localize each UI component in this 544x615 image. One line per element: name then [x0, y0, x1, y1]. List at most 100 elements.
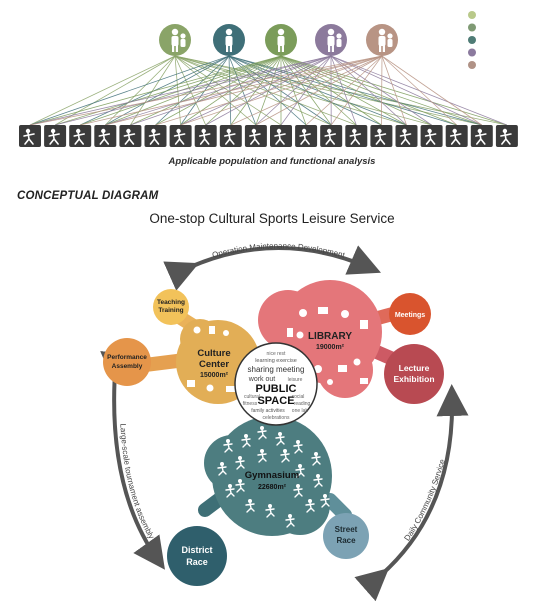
envelope-icon: [295, 125, 318, 147]
athlete-figure: [293, 440, 303, 454]
teaching-label-1: Teaching: [157, 299, 185, 306]
tennis-icon: [144, 125, 167, 147]
street-label-2: Race: [336, 536, 356, 545]
meeting-icon: [395, 125, 418, 147]
athlete-figure: [320, 494, 330, 508]
athlete-figure: [280, 449, 290, 463]
bottle-icon: [370, 125, 393, 147]
gymnasium-label: Gymnasium: [245, 470, 299, 481]
population-network: [19, 11, 518, 147]
district-label-2: Race: [186, 557, 208, 567]
athlete-figure: [275, 432, 285, 446]
dog-walking-icon: [470, 125, 493, 147]
color-legend: [468, 11, 476, 69]
group-icon: [445, 125, 468, 147]
word-cloud-6: cultural: [244, 394, 260, 400]
right-arrow: Daily Community Service: [354, 384, 469, 602]
teaching-label-2: Training: [158, 307, 183, 314]
basketball-icon: [44, 125, 67, 147]
public-label-2: SPACE: [257, 395, 294, 407]
legend-dot: [468, 36, 476, 44]
athlete-figure: [293, 484, 303, 498]
fencing-icon: [19, 125, 41, 147]
legend-dot: [468, 23, 476, 32]
woman-icon: [265, 24, 297, 56]
rowing-icon: [219, 125, 242, 147]
section-heading: CONCEPTUAL DIAGRAM: [17, 190, 159, 202]
gymnasium-area: 22680m²: [258, 484, 287, 491]
athlete-figure: [225, 484, 235, 498]
culture-center-node: Culture Center 15000m²: [176, 319, 260, 404]
athlete-figure: [257, 449, 267, 463]
top-arrow-label: Operation Maintenance Development: [211, 241, 346, 260]
word-cloud-8: family activities: [251, 408, 285, 414]
lecture-label-1: Lecture: [399, 363, 430, 373]
family-icon: [315, 24, 347, 56]
drone-icon: [495, 125, 518, 147]
running-icon: [119, 125, 142, 147]
word-cloud-10: celebrations: [263, 415, 290, 421]
athlete-figure: [265, 504, 275, 518]
library-label: LIBRARY: [308, 331, 352, 342]
svg-text:Operation Maintenance Developm: Operation Maintenance Development: [211, 241, 346, 260]
public-label-1: PUBLIC: [256, 383, 297, 395]
word-cloud-9: one lab: [292, 408, 309, 414]
theater-icon: [345, 125, 368, 147]
gymnasium-activity-icons: [217, 426, 330, 528]
skateboard-icon: [94, 125, 117, 147]
district-race-node: District Race: [167, 526, 227, 586]
athlete-figure: [245, 499, 255, 513]
street-label-1: Street: [335, 525, 358, 534]
word-cloud-4: work out: [248, 376, 276, 383]
word-cloud-1: nice rest: [267, 351, 287, 357]
fitness-icon: [169, 125, 192, 147]
word-cloud-12: reading: [294, 401, 311, 407]
culture-label-2: Center: [199, 359, 229, 370]
analysis-caption: Applicable population and functional ana…: [168, 156, 376, 167]
athlete-figure: [311, 452, 321, 466]
table-tennis-icon: [270, 125, 292, 147]
left-arrow: Large-scale tournament assembly: [100, 351, 165, 570]
performance-assembly-node: Performance Assembly: [103, 338, 151, 386]
diagram-title: One-stop Cultural Sports Leisure Service: [149, 211, 395, 226]
legend-dot: [468, 61, 476, 69]
public-space-node: nice rest learning exercise sharing meet…: [234, 342, 318, 426]
right-arrow-label: Daily Community Service: [402, 458, 447, 543]
athlete-figure: [223, 439, 233, 453]
street-race-node: Street Race: [323, 513, 369, 559]
connection-lines: [29, 55, 508, 126]
soccer-icon: [69, 125, 92, 147]
word-cloud-5: leisure: [288, 377, 303, 383]
library-icon: [320, 125, 343, 147]
svg-text:Daily Community Service: Daily Community Service: [402, 458, 447, 543]
athlete-figure: [257, 426, 267, 440]
word-cloud-11: social: [292, 394, 305, 400]
top-arrow: Operation Maintenance Development: [163, 241, 382, 291]
performance-label-2: Assembly: [112, 363, 143, 370]
children-playing-icon: [159, 24, 191, 56]
performance-label-1: Performance: [107, 354, 147, 361]
legend-dot: [468, 11, 476, 19]
culture-area: 15000m²: [200, 372, 229, 379]
district-label-1: District: [181, 545, 212, 555]
gymnasium-node: Gymnasium 22680m²: [204, 416, 332, 536]
meetings-node: Meetings: [389, 293, 431, 335]
culture-activity-icons: [187, 326, 235, 392]
athlete-figure: [235, 479, 245, 493]
lecture-exhibition-node: Lecture Exhibition: [384, 344, 444, 404]
athlete-figure: [295, 464, 305, 478]
lecture-label-2: Exhibition: [393, 374, 434, 384]
word-cloud-7: fitness: [243, 401, 258, 407]
legend-dot: [468, 48, 476, 57]
meetings-label: Meetings: [395, 312, 425, 319]
culture-label-1: Culture: [197, 348, 230, 359]
athlete-figure: [241, 434, 251, 448]
athlete-figure: [305, 499, 315, 513]
athlete-figure: [285, 514, 295, 528]
athlete-figure: [217, 462, 227, 476]
athlete-figure: [235, 456, 245, 470]
presentation-icon: [420, 125, 443, 147]
athlete-figure: [313, 474, 323, 488]
cycling-icon: [194, 125, 217, 147]
swimming-icon: [244, 125, 267, 147]
